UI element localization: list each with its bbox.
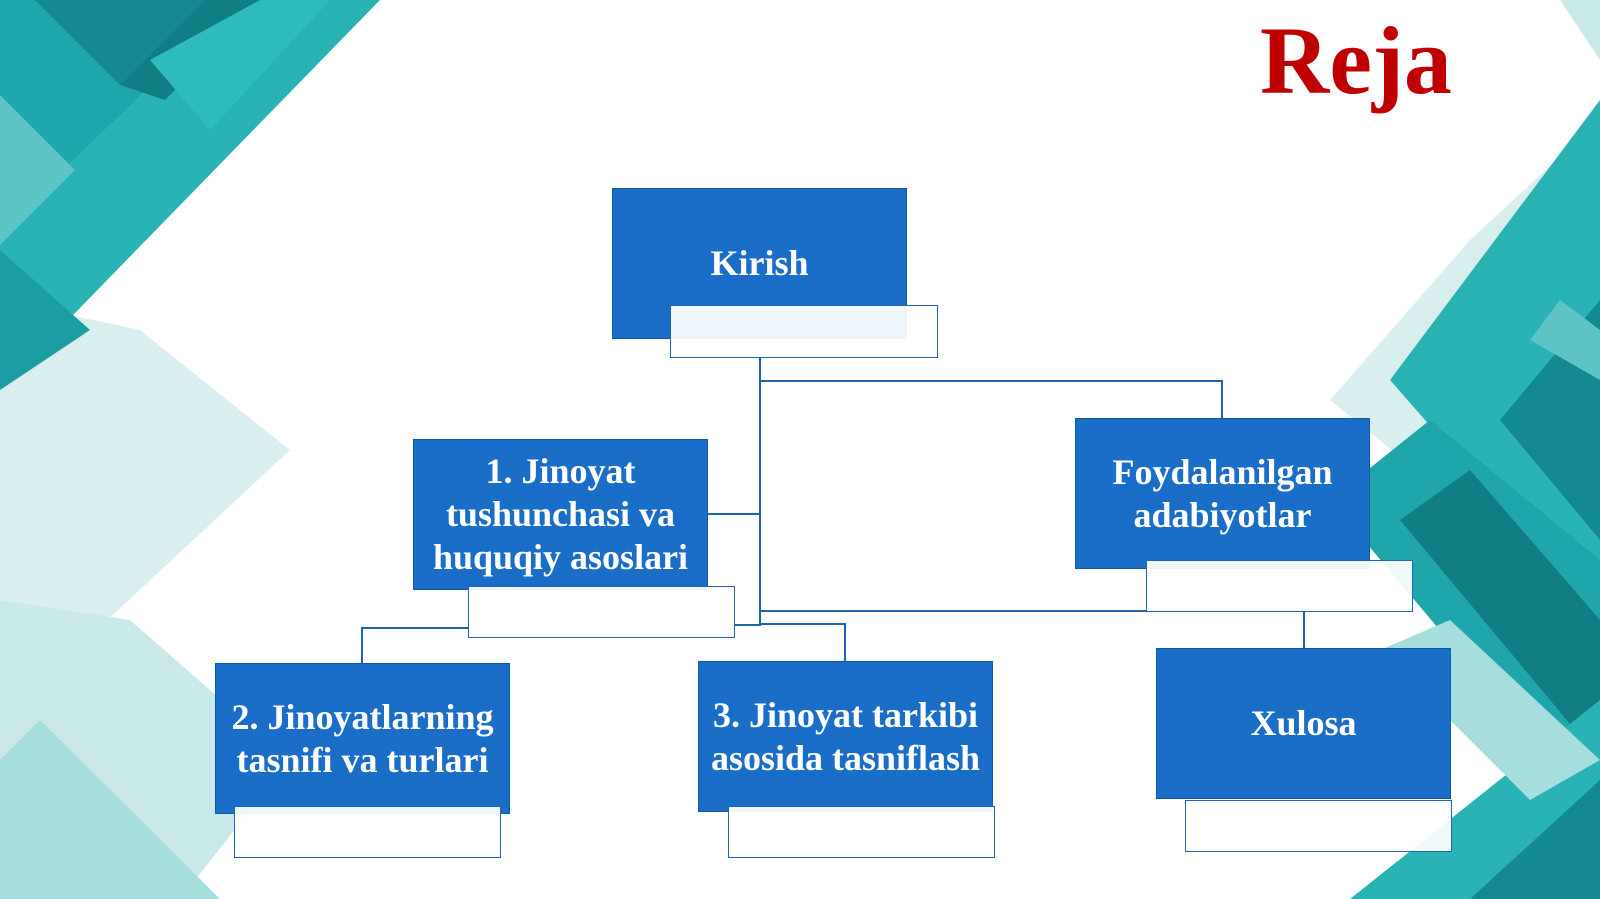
node-kirish: Kirish: [612, 188, 907, 339]
node-label: 3. Jinoyat tarkibi asosida tasniflash: [710, 694, 981, 778]
bg-shape-left-bottom: [0, 720, 220, 899]
bg-shape-left-3: [35, 0, 205, 85]
node-jinoyatlarning-tasnifi-subbox: [234, 806, 501, 858]
bg-shape-left-5: [0, 95, 75, 245]
node-jinoyat-tushunchasi-subbox: [468, 586, 735, 638]
connector-to-tasnifi: [361, 627, 468, 663]
bg-shape-right-4: [1400, 470, 1600, 760]
bg-shape-left-7: [0, 250, 90, 390]
bg-shape-left-6: [150, 0, 330, 130]
node-foydalanilgan-adabiyotlar: Foydalanilgan adabiyotlar: [1075, 418, 1370, 569]
node-label: Foydalanilgan adabiyotlar: [1112, 451, 1333, 535]
node-kirish-subbox: [670, 305, 938, 358]
node-xulosa-subbox: [1185, 800, 1452, 852]
bg-shape-right-5: [1530, 300, 1600, 380]
bg-shape-right-1: [1390, 100, 1600, 620]
node-jinoyat-tarkibi: 3. Jinoyat tarkibi asosida tasniflash: [698, 661, 993, 812]
connector-to-xulosa: [760, 610, 1305, 648]
connector-to-tarkibi: [760, 623, 846, 661]
node-label: Kirish: [710, 243, 809, 283]
node-label: 1. Jinoyat tushunchasi va huquqiy asosla…: [432, 451, 689, 577]
node-xulosa: Xulosa: [1156, 648, 1451, 799]
node-label: 2. Jinoyatlarning tasnifi va turlari: [231, 696, 494, 780]
node-jinoyatlarning-tasnifi: 2. Jinoyatlarning tasnifi va turlari: [215, 663, 510, 814]
bg-shape-right-7: [1470, 780, 1600, 899]
node-foydalanilgan-adabiyotlar-subbox: [1146, 560, 1413, 612]
slide-title: Reja: [1260, 7, 1452, 114]
node-jinoyat-tushunchasi: 1. Jinoyat tushunchasi va huquqiy asosla…: [413, 439, 708, 590]
node-label: Xulosa: [1250, 703, 1357, 743]
node-jinoyat-tarkibi-subbox: [728, 806, 995, 858]
bg-shape-right-pale-2: [1560, 0, 1600, 60]
connector-to-foydalanilgan: [760, 380, 1223, 418]
connector-root-trunk: [733, 358, 761, 626]
